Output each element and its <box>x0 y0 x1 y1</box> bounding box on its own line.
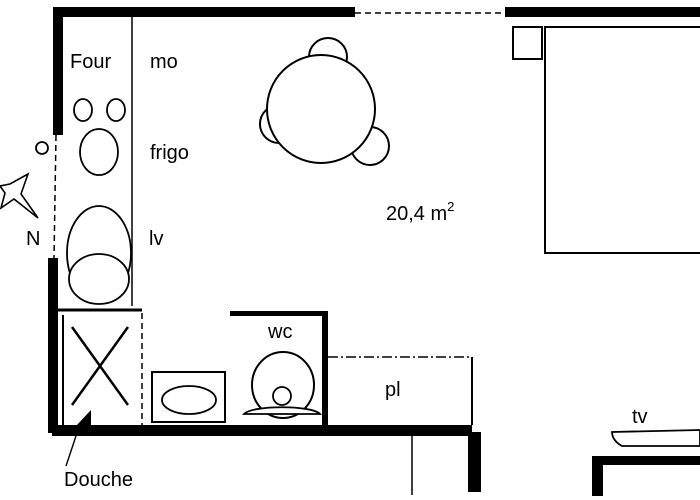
wall-wc-top <box>230 311 328 316</box>
shower-leader-line <box>65 435 77 467</box>
wall-bottom <box>52 425 472 436</box>
entrance-knob <box>35 141 49 155</box>
label-area: 20,4 m2 <box>386 199 454 225</box>
label-closet: pl <box>385 379 401 401</box>
dining-set <box>259 37 390 166</box>
sink-basin <box>161 385 217 415</box>
wall-left-lower <box>48 258 58 433</box>
shower-drain-marker <box>76 410 91 426</box>
shower-cross <box>70 326 130 406</box>
openings <box>53 12 505 495</box>
sink-cabinet <box>151 371 226 423</box>
toilet-bowl <box>251 351 315 419</box>
label-shower: Douche <box>64 469 133 491</box>
north-arrow-icon <box>0 172 39 219</box>
label-dishwasher: lv <box>149 228 163 250</box>
toilet-tank <box>241 406 323 415</box>
bed <box>512 26 700 254</box>
label-toilet: wc <box>267 321 292 343</box>
wall-bottom-stub <box>468 432 481 492</box>
wall-top-left <box>55 7 355 17</box>
wall-bottom-right-stub <box>592 456 603 496</box>
tv-stand <box>611 429 700 447</box>
label-oven: Four <box>70 51 111 73</box>
entrance-door-dashed <box>53 134 57 259</box>
bathroom <box>70 326 323 426</box>
bed-frame <box>544 26 700 254</box>
toilet-seat-detail <box>272 386 292 406</box>
wall-top-right <box>505 7 700 17</box>
label-area-exponent: 2 <box>447 199 454 214</box>
label-area-value: 20,4 m <box>386 203 447 225</box>
wall-left-upper <box>53 7 63 135</box>
nightstand <box>512 26 543 60</box>
label-fridge: frigo <box>150 142 189 164</box>
dishwasher-inner <box>68 253 130 305</box>
table <box>266 54 376 164</box>
stove-burner <box>73 98 93 122</box>
label-north: N <box>26 228 40 250</box>
label-tv: tv <box>632 406 648 428</box>
fridge-symbol <box>79 128 119 176</box>
label-microwave: mo <box>150 51 178 73</box>
wall-wc-right <box>322 311 328 431</box>
walls <box>48 7 700 496</box>
wall-bottom-right <box>593 456 700 465</box>
kitchen <box>35 98 132 305</box>
stove-burner <box>106 98 126 122</box>
